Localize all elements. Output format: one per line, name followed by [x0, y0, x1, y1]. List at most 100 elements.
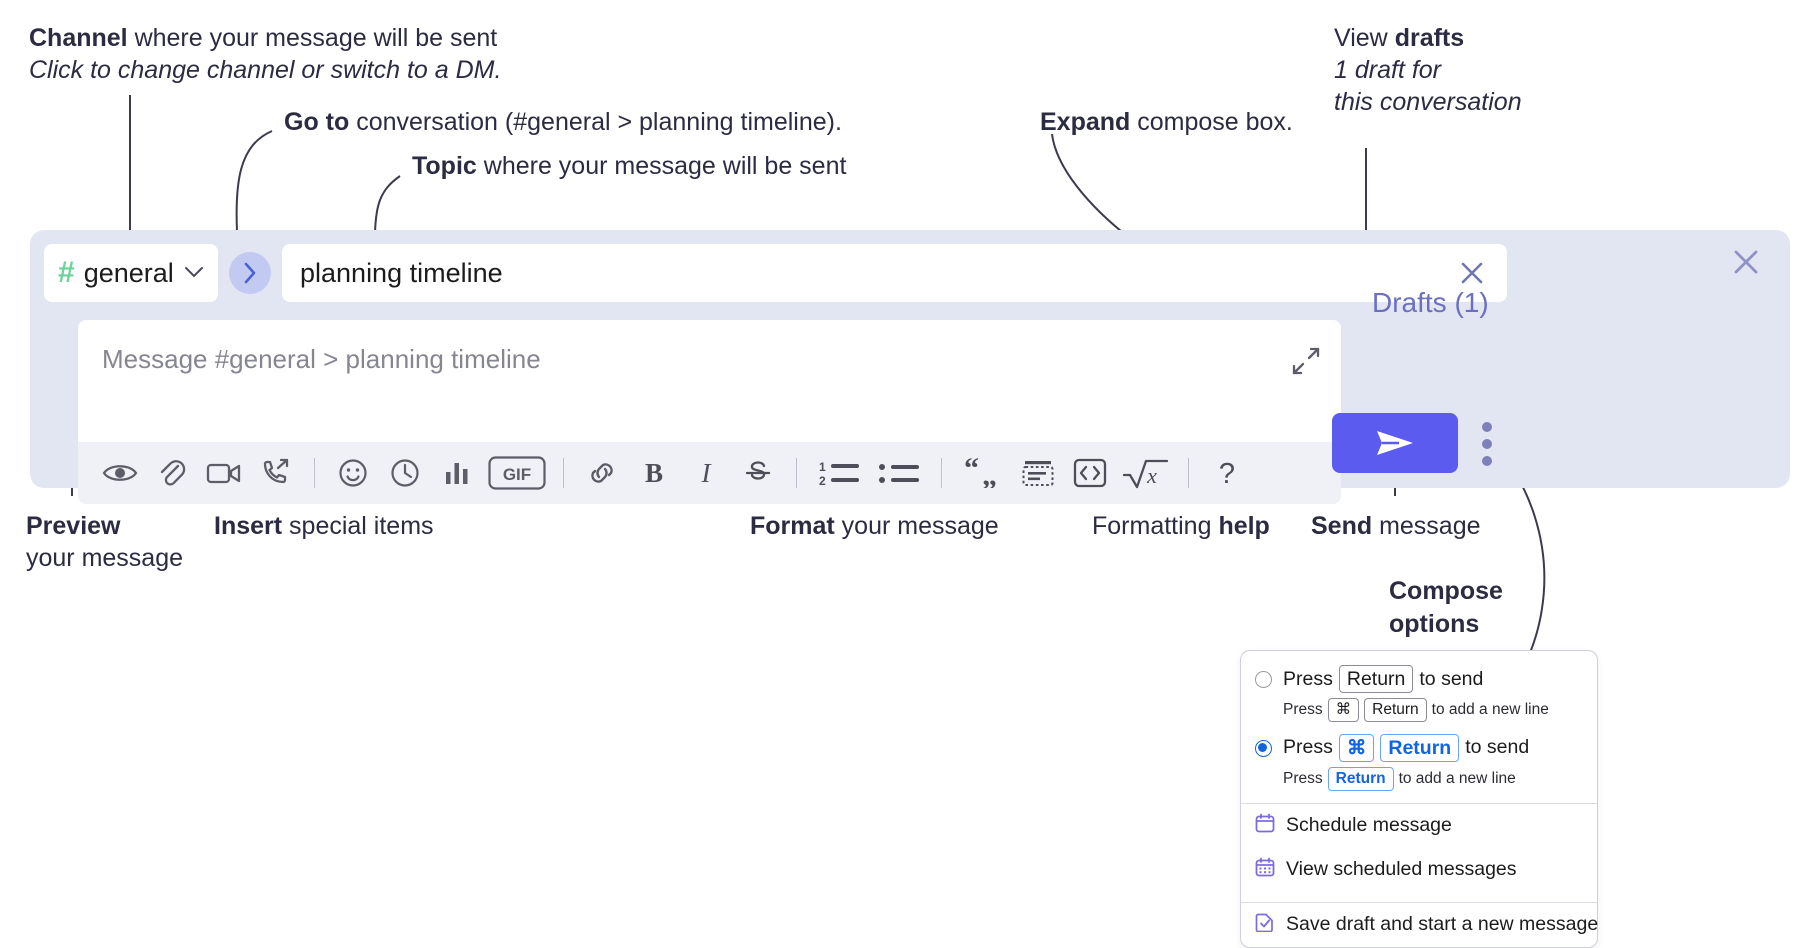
smiley-icon[interactable]: [327, 450, 379, 496]
annotation-send: Send message: [1311, 510, 1481, 542]
view-scheduled-label: View scheduled messages: [1286, 858, 1517, 880]
annotation-preview-line2: your message: [26, 544, 184, 572]
radio-return[interactable]: [1255, 671, 1272, 688]
compose-panel: # general planning timeline Message #gen…: [30, 230, 1790, 504]
annotation-insert-rest: special items: [282, 512, 434, 540]
new-line-label: to add a new line: [1431, 701, 1549, 719]
send-mode-option-cmd-return[interactable]: Press ⌘ Return to send Press Return to a…: [1241, 730, 1597, 793]
view-scheduled-item[interactable]: View scheduled messages: [1241, 848, 1597, 892]
annotation-help-bold: help: [1218, 512, 1270, 540]
annotation-topic-rest: where your message will be sent: [476, 152, 847, 180]
annotation-goto-bold: Go to: [284, 108, 350, 136]
calendar-grid-icon: [1255, 857, 1275, 883]
svg-text:2: 2: [819, 474, 826, 488]
annotation-expand-bold: Expand: [1040, 108, 1131, 136]
compose-options-menu: Press Return to send Press ⌘ Return to a…: [1240, 650, 1598, 948]
radio-cmd-return[interactable]: [1255, 739, 1272, 757]
preview-button[interactable]: [94, 450, 146, 496]
key-return: Return: [1338, 665, 1414, 694]
new-line-label-2: to add a new line: [1398, 769, 1516, 787]
press-label: Press: [1283, 667, 1333, 690]
send-mode-cmd-sub: Press Return to add a new line: [1283, 767, 1529, 791]
drafts-label: Drafts (1): [1372, 287, 1489, 318]
send-mode-cmd-main: Press ⌘ Return to send: [1283, 733, 1529, 763]
schedule-message-item[interactable]: Schedule message: [1241, 804, 1597, 848]
square-root-icon[interactable]: x: [1116, 450, 1176, 496]
topic-value: planning timeline: [300, 257, 503, 288]
save-draft-item[interactable]: Save draft and start a new message: [1241, 903, 1598, 947]
attach-button[interactable]: [146, 450, 198, 496]
menu-divider-2: [1241, 901, 1597, 903]
chevron-down-icon: [184, 263, 204, 283]
press-label-2: Press: [1283, 736, 1333, 759]
send-mode-option-return[interactable]: Press Return to send Press ⌘ Return to a…: [1241, 661, 1597, 724]
video-camera-icon[interactable]: [198, 450, 250, 496]
bulleted-list-icon[interactable]: [869, 450, 929, 496]
key-command-2: ⌘: [1338, 733, 1375, 763]
menu-divider: [1241, 802, 1597, 804]
key-return-sub: Return: [1364, 698, 1427, 722]
key-command: ⌘: [1327, 698, 1360, 722]
annotation-drafts-italic1: 1 draft for: [1334, 56, 1441, 84]
annotation-channel-italic: Click to change channel or switch to a D…: [29, 56, 502, 84]
toolbar-divider: [314, 458, 315, 488]
annotation-channel-rest: where your message will be sent: [127, 24, 498, 52]
gif-button[interactable]: GIF: [483, 450, 551, 496]
toolbar-divider: [796, 458, 797, 488]
annotation-channel-bold: Channel: [29, 24, 128, 52]
svg-text:B: B: [645, 458, 663, 488]
channel-name: general: [83, 257, 174, 288]
italic-button[interactable]: I: [680, 450, 732, 496]
phone-forward-icon[interactable]: [250, 450, 302, 496]
question-mark-icon[interactable]: ?: [1201, 450, 1253, 496]
annotation-drafts: View drafts 1 draft for this conversatio…: [1334, 22, 1522, 118]
annotation-send-rest: message: [1372, 512, 1481, 540]
annotation-goto-rest: conversation (#general > planning timeli…: [349, 108, 842, 136]
annotation-expand: Expand compose box.: [1040, 106, 1293, 138]
key-return-2: Return: [1380, 733, 1460, 763]
vertical-dots-icon-3: [1482, 456, 1492, 466]
clock-icon[interactable]: [379, 450, 431, 496]
expand-icon[interactable]: [1291, 346, 1321, 376]
annotation-send-bold: Send: [1311, 512, 1373, 540]
annotation-help: Formatting help: [1092, 510, 1270, 542]
annotation-insert: Insert special items: [214, 510, 434, 542]
link-icon[interactable]: [576, 450, 628, 496]
strikethrough-button[interactable]: [732, 450, 784, 496]
send-button[interactable]: [1332, 413, 1458, 473]
annotation-format-rest: your message: [834, 512, 999, 540]
annotation-format-bold: Format: [750, 512, 835, 540]
code-block-icon[interactable]: [1012, 450, 1064, 496]
annotation-help-pre: Formatting: [1092, 512, 1219, 540]
topic-input[interactable]: planning timeline: [282, 244, 1507, 302]
toolbar-divider: [1188, 458, 1189, 488]
document-check-icon: [1255, 912, 1275, 938]
quote-icon[interactable]: “„: [954, 450, 1012, 496]
annotation-drafts-pre: View: [1334, 24, 1395, 52]
code-inline-icon[interactable]: [1064, 450, 1116, 496]
message-placeholder: Message #general > planning timeline: [102, 344, 541, 374]
annotation-compose-options-bold1: Compose: [1389, 577, 1503, 605]
send-mode-return-main: Press Return to send: [1283, 665, 1549, 694]
go-to-conversation-button[interactable]: [229, 252, 271, 294]
close-compose-button[interactable]: [1728, 244, 1764, 280]
svg-text:?: ?: [1219, 458, 1235, 489]
annotation-drafts-bold: drafts: [1394, 24, 1465, 52]
vertical-dots-icon-2: [1482, 439, 1492, 449]
channel-selector[interactable]: # general: [44, 244, 218, 302]
svg-text:„: „: [982, 459, 997, 488]
svg-text:“: “: [964, 458, 979, 485]
annotation-compose-options-bold2: options: [1389, 609, 1480, 638]
bold-button[interactable]: B: [628, 450, 680, 496]
drafts-button[interactable]: Drafts (1): [1372, 287, 1489, 319]
compose-options-button[interactable]: [1482, 422, 1492, 466]
svg-text:GIF: GIF: [503, 465, 531, 484]
bar-chart-icon[interactable]: [431, 450, 483, 496]
clear-topic-icon[interactable]: [1455, 256, 1489, 290]
press-label-sub-2: Press: [1283, 769, 1323, 787]
send-mode-return-sub: Press ⌘ Return to add a new line: [1283, 698, 1549, 722]
key-return-sub-2: Return: [1327, 767, 1394, 791]
svg-text:I: I: [701, 458, 713, 488]
